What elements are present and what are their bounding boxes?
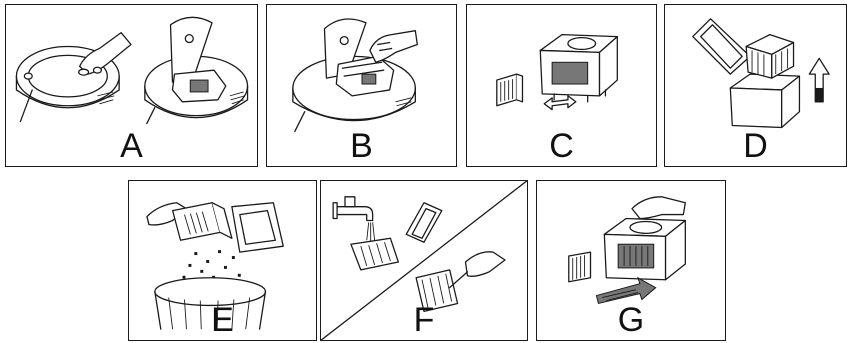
step-label: E — [129, 302, 316, 338]
step-label: B — [267, 128, 456, 164]
step-panel-f: F — [320, 180, 528, 341]
step-panel-d: D — [664, 4, 847, 167]
step-panel-a: A — [5, 4, 258, 167]
step-label: C — [467, 128, 656, 164]
step-label: F — [321, 302, 527, 338]
step-label: G — [537, 302, 725, 338]
step-panel-e: E — [128, 180, 317, 341]
step-panel-b: B — [266, 4, 457, 167]
step-panel-g: G — [536, 180, 726, 341]
step-panel-c: C — [466, 4, 657, 167]
step-label: D — [665, 128, 846, 164]
step-label: A — [6, 128, 257, 164]
